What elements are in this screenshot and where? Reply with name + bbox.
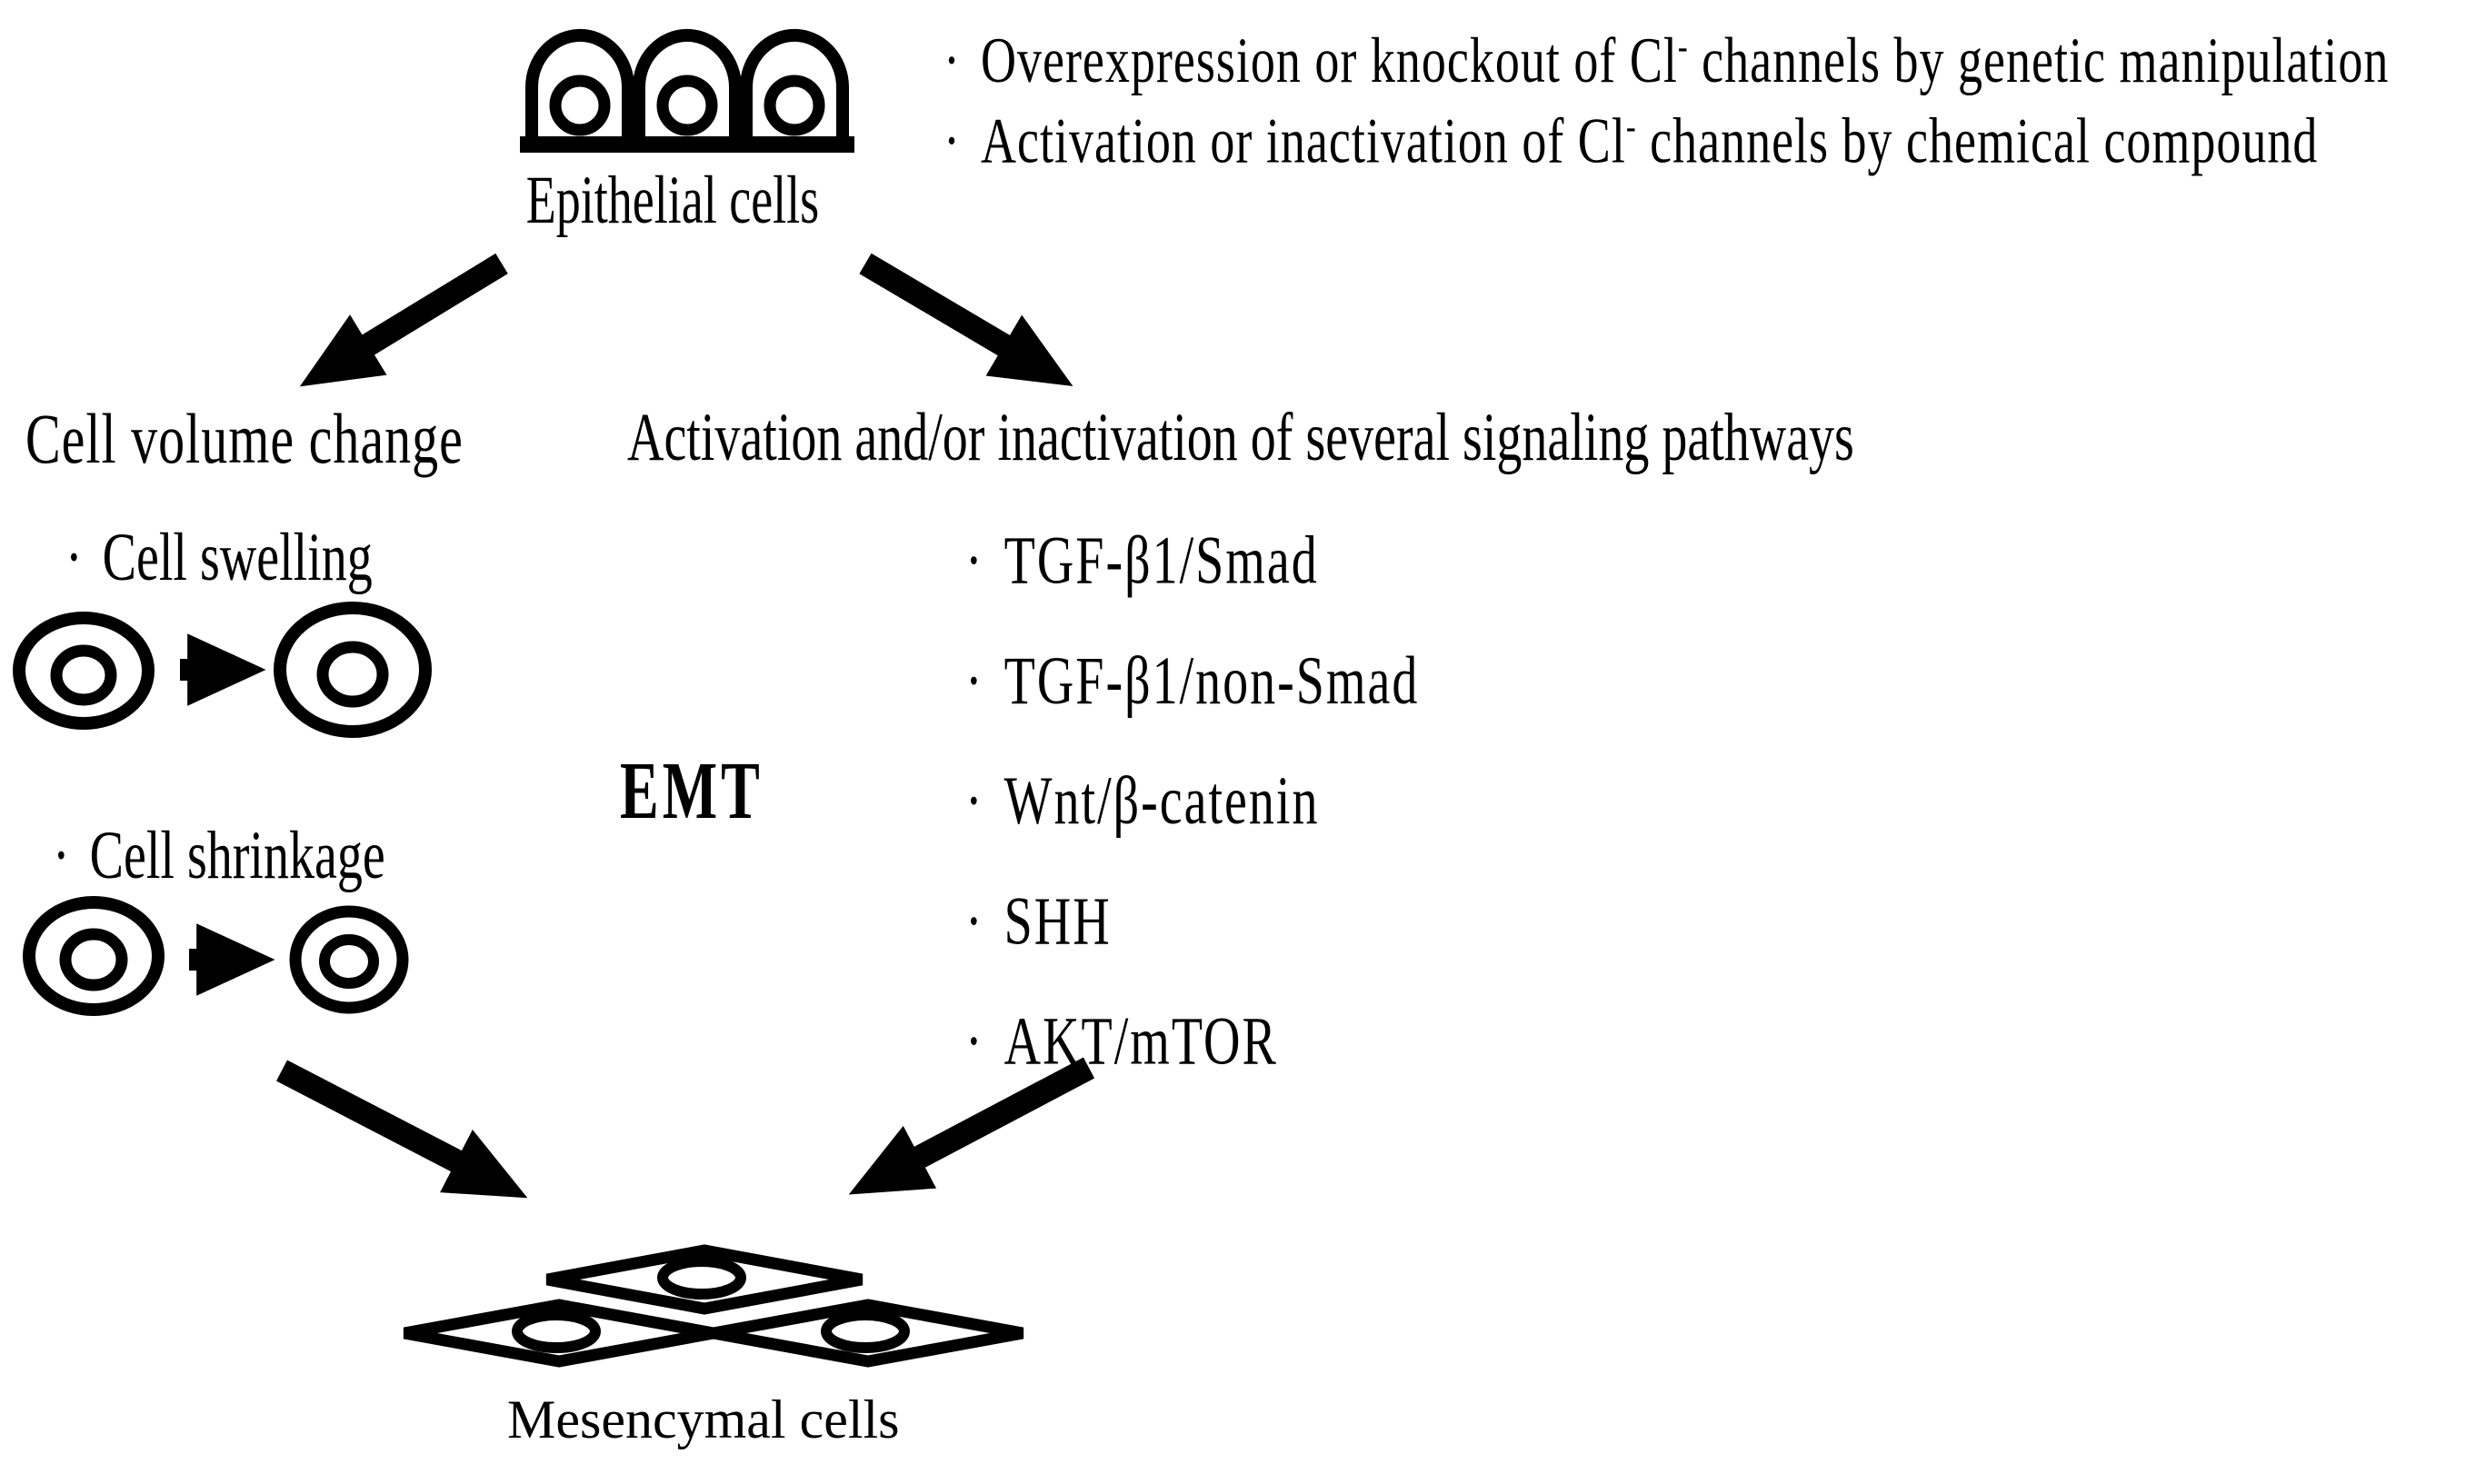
cell-shrinkage-item: ·Cell shrinkage: [53, 817, 385, 894]
cell-swelling-item: ·Cell swelling: [65, 519, 373, 596]
arrow-to-cell-volume-icon: [299, 253, 508, 387]
genetic-manipulation-bullet: ·Overexpression or knockout of Cl- chann…: [943, 7, 2389, 95]
epithelial-cells-icon: [520, 29, 854, 153]
arrow-left-to-mesenchymal-icon: [276, 1060, 528, 1199]
bullet-dot: ·: [965, 883, 984, 960]
bullet-dot: ·: [965, 642, 984, 720]
cell-volume-change-title: Cell volume change: [25, 398, 464, 479]
bullet-dot: ·: [65, 519, 83, 596]
bullet-dot: ·: [965, 1003, 984, 1081]
signaling-pathways-title: Activation and/or inactivation of severa…: [627, 399, 1854, 476]
pathway-item-tgf-smad: ·TGF-β1/Smad: [965, 501, 1419, 621]
bullet-dot: ·: [53, 817, 70, 894]
arrow-right-to-mesenchymal-icon: [848, 1057, 1095, 1195]
emt-label: EMT: [620, 745, 764, 836]
arrow-to-signaling-icon: [859, 253, 1073, 386]
mesenchymal-cells-label: Mesencymal cells: [507, 1389, 900, 1449]
chemical-compound-bullet: ·Activation or inactivation of Cl- chann…: [943, 87, 2389, 176]
pathway-list: ·TGF-β1/Smad ·TGF-β1/non-Smad ·Wnt/β-cat…: [965, 501, 1419, 1102]
channel-manipulation-notes: ·Overexpression or knockout of Cl- chann…: [943, 7, 2389, 176]
epithelial-cells-label: Epithelial cells: [525, 161, 820, 238]
mesenchymal-cells-icon: [403, 1244, 1024, 1368]
pathway-item-shh: ·SHH: [965, 862, 1419, 981]
bullet-dot: ·: [965, 762, 984, 840]
pathway-item-akt-mtor: ·AKT/mTOR: [965, 981, 1419, 1101]
bullet-dot: ·: [943, 24, 961, 96]
pathway-item-wnt-catenin: ·Wnt/β-catenin: [965, 742, 1419, 862]
bullet-dot: ·: [965, 523, 984, 599]
cell-swelling-icon: [13, 602, 432, 738]
bullet-dot: ·: [943, 104, 961, 177]
cell-shrinkage-icon: [23, 896, 409, 1016]
pathway-item-tgf-non-smad: ·TGF-β1/non-Smad: [965, 621, 1419, 741]
